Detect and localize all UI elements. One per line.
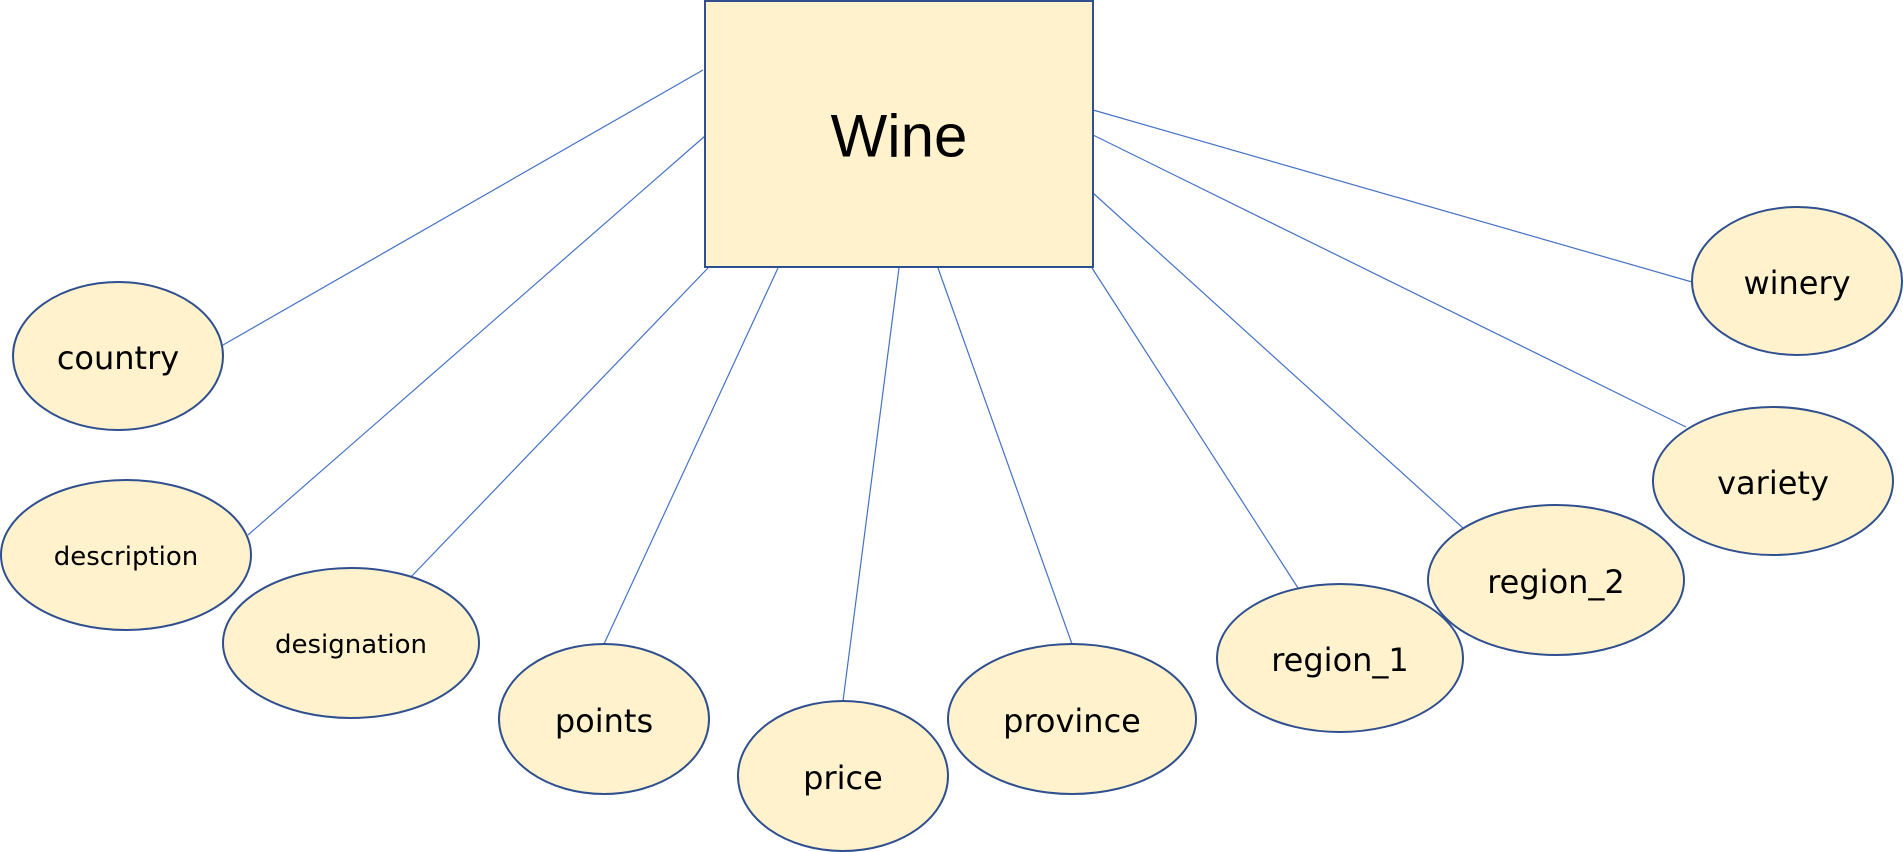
connector-description [247, 135, 706, 536]
entity-wine: Wine [704, 0, 1094, 268]
attribute-ellipse [1427, 504, 1685, 656]
entity-label: Wine [831, 103, 968, 170]
attribute-ellipse [222, 567, 480, 719]
connector-region-2 [1092, 192, 1464, 529]
connectors [222, 69, 1693, 702]
connector-region-1 [1091, 267, 1299, 589]
connector-designation [407, 267, 709, 581]
attribute-label: variety [1717, 464, 1829, 502]
connector-variety [1092, 134, 1687, 428]
connector-winery [1092, 109, 1693, 283]
attribute-region-1: region_1 [1216, 583, 1464, 733]
connector-points [603, 267, 779, 645]
attribute-winery: winery [1691, 206, 1903, 356]
attribute-label: region_1 [1271, 641, 1409, 679]
attribute-description: description [0, 479, 252, 631]
connector-country [222, 69, 704, 346]
attribute-designation: designation [222, 567, 480, 719]
attribute-label: price [803, 759, 883, 797]
attribute-points: points [498, 643, 710, 795]
attribute-province: province [947, 643, 1197, 795]
attribute-label: province [1003, 702, 1141, 740]
attribute-ellipse [1691, 206, 1903, 356]
attribute-country: country [12, 281, 224, 431]
attribute-ellipse [498, 643, 710, 795]
attribute-label: region_2 [1487, 563, 1625, 601]
attribute-label: designation [275, 630, 427, 660]
attribute-ellipse [1216, 583, 1464, 733]
attribute-label: description [54, 542, 199, 572]
attribute-ellipse [947, 643, 1197, 795]
attribute-variety: variety [1652, 406, 1894, 556]
attribute-label: winery [1743, 264, 1850, 302]
attribute-ellipse [12, 281, 224, 431]
attribute-price: price [737, 700, 949, 852]
entity-box [704, 0, 1094, 268]
attribute-region-2: region_2 [1427, 504, 1685, 656]
connector-province [937, 267, 1073, 645]
attribute-ellipse [0, 479, 252, 631]
attribute-ellipse [1652, 406, 1894, 556]
attribute-ellipse [737, 700, 949, 852]
connector-price [842, 267, 900, 702]
attribute-label: points [555, 702, 653, 740]
attribute-label: country [57, 339, 179, 377]
